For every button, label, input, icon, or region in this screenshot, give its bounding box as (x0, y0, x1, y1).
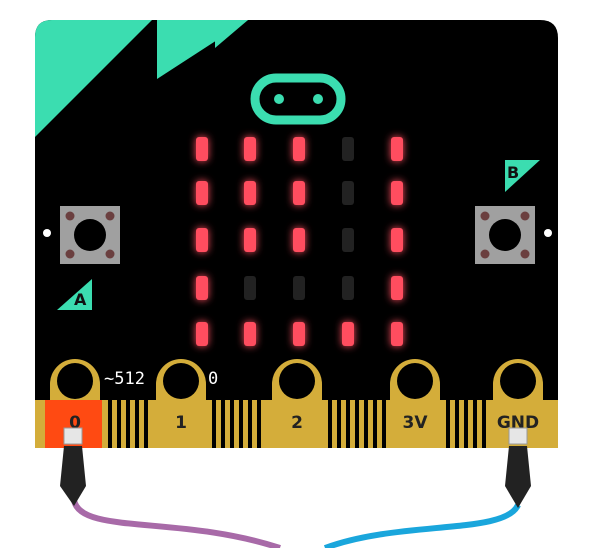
crocodile-clip-right[interactable] (505, 427, 531, 508)
led-r3-c1 (244, 276, 256, 300)
button-b[interactable] (475, 206, 535, 264)
side-dot-left (43, 229, 51, 237)
led-r2-c0 (196, 228, 208, 252)
corner-decoration (35, 20, 248, 137)
connector-strip (135, 400, 139, 448)
led-r1-c1 (244, 181, 256, 205)
connector-strip (355, 400, 359, 448)
connector-strip (455, 400, 459, 448)
led-r4-c4 (391, 322, 403, 346)
pin-1-value: 0 (208, 369, 218, 389)
connector-strip (446, 400, 450, 448)
led-r3-c4 (391, 276, 403, 300)
connector-strip (364, 400, 368, 448)
led-r1-c4 (391, 181, 403, 205)
connector-strip (382, 400, 386, 448)
led-r3-c2 (293, 276, 305, 300)
connector-strip (482, 400, 486, 448)
connector-strip (464, 400, 468, 448)
button-b-tag (505, 160, 540, 192)
pin-3v-label: 3V (403, 413, 429, 433)
side-dot-right (544, 229, 552, 237)
led-r3-c0 (196, 276, 208, 300)
led-r1-c3 (342, 181, 354, 205)
crocodile-clip-left[interactable] (60, 427, 86, 506)
connector-strip (373, 400, 377, 448)
button-a-label: A (74, 290, 87, 309)
connector-strip (212, 400, 216, 448)
pin-0-ring[interactable] (50, 359, 100, 448)
connector-strip (257, 400, 261, 448)
pin-3v-ring[interactable] (390, 359, 440, 448)
led-r4-c3 (342, 322, 354, 346)
pin-2-label: 2 (291, 413, 303, 433)
pin-1-label: 1 (175, 413, 187, 433)
led-r0-c2 (293, 137, 305, 161)
led-r2-c4 (391, 228, 403, 252)
button-a[interactable] (60, 206, 120, 264)
button-b-label: B (507, 163, 519, 182)
pin-gnd-ring[interactable] (493, 359, 543, 448)
connector-strip (144, 400, 148, 448)
led-r2-c2 (293, 228, 305, 252)
connector-strip (248, 400, 252, 448)
pin-gnd-label: GND (497, 413, 539, 433)
connector-strip (108, 400, 112, 448)
led-r1-c0 (196, 181, 208, 205)
connector-strip (230, 400, 234, 448)
connector-strip (328, 400, 332, 448)
wire-right (323, 503, 521, 548)
led-r4-c1 (244, 322, 256, 346)
led-r2-c1 (244, 228, 256, 252)
connector-strip (346, 400, 350, 448)
connector-strip (126, 400, 130, 448)
connector-strip (337, 400, 341, 448)
led-r0-c1 (244, 137, 256, 161)
led-r2-c3 (342, 228, 354, 252)
wire-left (71, 499, 281, 548)
led-r0-c4 (391, 137, 403, 161)
pin-1-ring[interactable] (156, 359, 206, 448)
led-r4-c0 (196, 322, 208, 346)
led-r1-c2 (293, 181, 305, 205)
button-a-tag (57, 279, 92, 310)
led-r3-c3 (342, 276, 354, 300)
microbit-logo-icon[interactable] (250, 73, 346, 125)
connector-strip (117, 400, 121, 448)
led-r0-c3 (342, 137, 354, 161)
connector-strip (473, 400, 477, 448)
pin-2-ring[interactable] (272, 359, 322, 448)
connector-strip (239, 400, 243, 448)
pin-0-value: ~512 (104, 369, 145, 389)
led-r0-c0 (196, 137, 208, 161)
led-r4-c2 (293, 322, 305, 346)
led-matrix (196, 137, 403, 346)
connector-strip (221, 400, 225, 448)
